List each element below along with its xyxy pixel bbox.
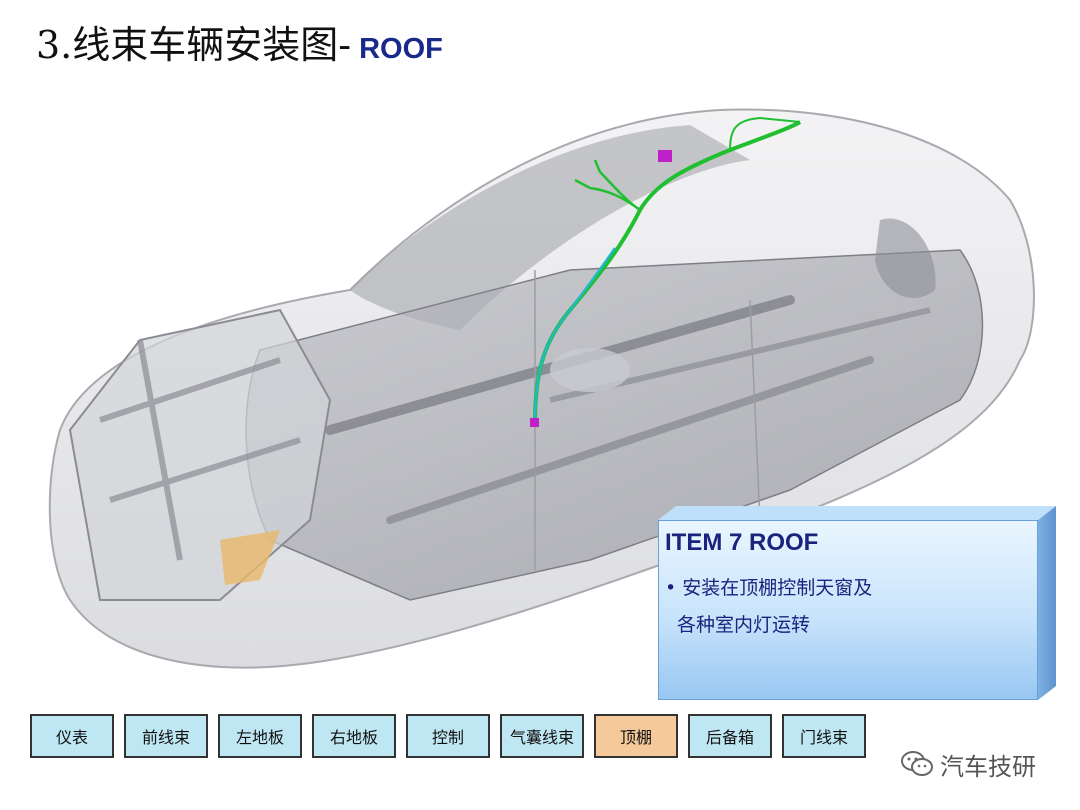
nav-button-roof[interactable]: 顶棚 bbox=[594, 714, 678, 758]
nav-button-right-floor[interactable]: 右地板 bbox=[312, 714, 396, 758]
nav-button-trunk[interactable]: 后备箱 bbox=[688, 714, 772, 758]
info-box-title: ITEM 7 ROOF bbox=[665, 529, 819, 556]
info-box-line-1: • 安装在顶棚控制天窗及 bbox=[665, 577, 873, 599]
roof-wire-harness bbox=[533, 116, 802, 423]
page-title-subtitle: ROOF bbox=[359, 33, 443, 65]
info-box-top-face bbox=[658, 506, 1056, 520]
nav-button-door-harness[interactable]: 门线束 bbox=[782, 714, 866, 758]
page-title-main: 3.线束车辆安装图- bbox=[36, 23, 352, 67]
page-title: 3.线束车辆安装图-ROOF bbox=[36, 14, 443, 69]
info-box-line-2: 各种室内灯运转 bbox=[677, 614, 811, 636]
nav-button-instrument[interactable]: 仪表 bbox=[30, 714, 114, 758]
nav-button-control[interactable]: 控制 bbox=[406, 714, 490, 758]
nav-button-front-harness[interactable]: 前线束 bbox=[124, 714, 208, 758]
watermark: 汽车技研 bbox=[900, 746, 1036, 782]
nav-button-airbag-harness[interactable]: 气囊线束 bbox=[500, 714, 584, 758]
wechat-icon bbox=[901, 751, 933, 776]
pillar-connector bbox=[530, 418, 539, 427]
nav-button-left-floor[interactable]: 左地板 bbox=[218, 714, 302, 758]
car-body-illustration bbox=[48, 108, 1035, 669]
harness-nav-bar: 仪表 前线束 左地板 右地板 控制 气囊线束 顶棚 后备箱 门线束 bbox=[30, 714, 870, 760]
roof-connector bbox=[658, 150, 672, 162]
info-box: ITEM 7 ROOF • 安装在顶棚控制天窗及 各种室内灯运转 bbox=[658, 520, 1038, 700]
info-box-side-face bbox=[1038, 506, 1056, 700]
car-front-frame bbox=[68, 308, 332, 601]
car-windshield bbox=[350, 125, 750, 330]
watermark-text: 汽车技研 bbox=[940, 752, 1036, 781]
